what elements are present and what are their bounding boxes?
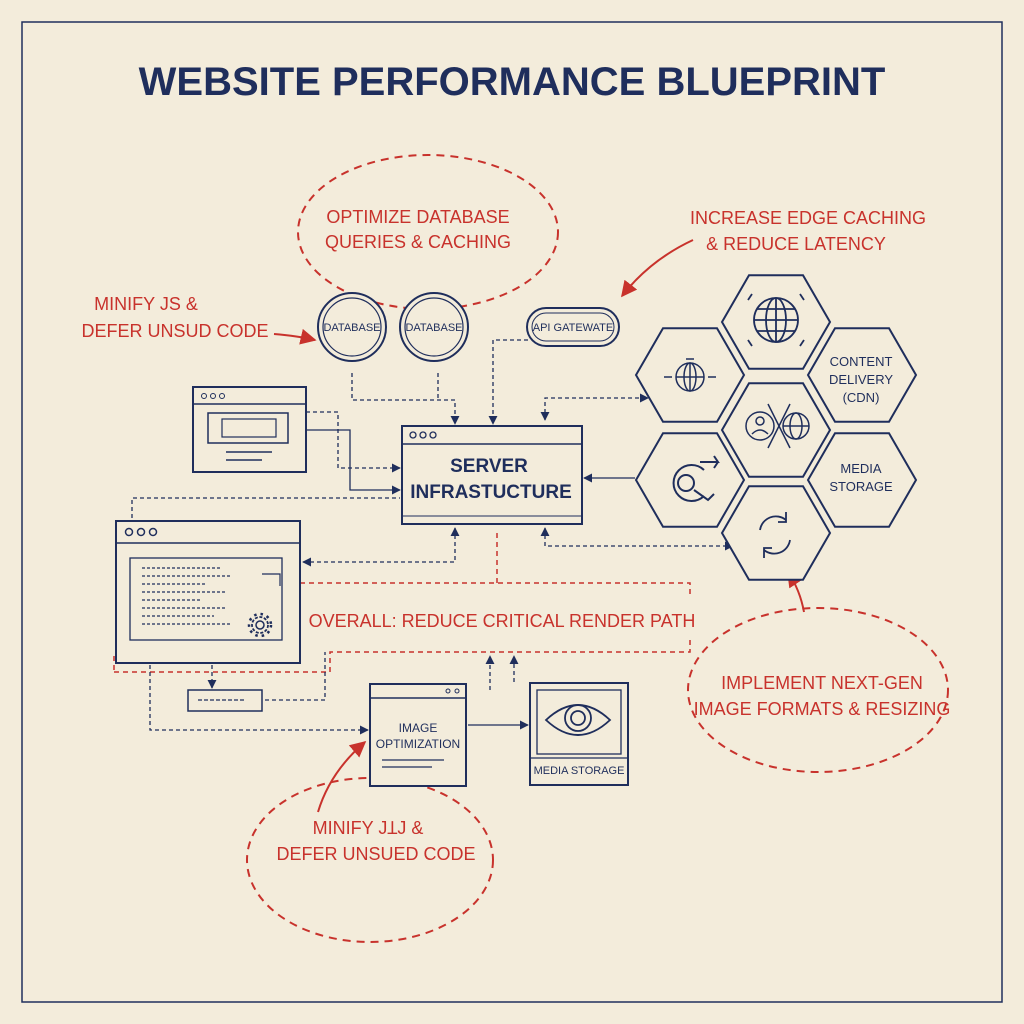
minify-bottom-annotation-ellipse bbox=[246, 777, 494, 943]
minify-bottom-line2: DEFER UNSUED CODE bbox=[276, 844, 475, 864]
hex-to-server-connector bbox=[540, 393, 649, 421]
magnifier-icon bbox=[672, 455, 720, 502]
hex-user-globe bbox=[720, 382, 832, 478]
minified-script-box bbox=[187, 689, 263, 712]
cdn-label-line3: (CDN) bbox=[843, 390, 880, 405]
browser-top-to-server-connector bbox=[306, 411, 401, 473]
minify-top-line2: DEFER UNSUD CODE bbox=[81, 321, 268, 341]
cdn-label-line1: CONTENT bbox=[830, 354, 893, 369]
hex-refresh bbox=[720, 485, 832, 581]
page-title: WEBSITE PERFORMANCE BLUEPRINT bbox=[139, 60, 886, 104]
render-path-top-line bbox=[300, 582, 691, 596]
nextgen-annotation-line2: IMAGE FORMATS & RESIZING bbox=[694, 699, 951, 719]
db-annotation-ellipse bbox=[297, 154, 559, 310]
overall-annotation: OVERALL: REDUCE CRITICAL RENDER PATH bbox=[309, 611, 696, 631]
edge-annotation-line2: & REDUCE LATENCY bbox=[706, 234, 886, 254]
database-2-label: DATABASE bbox=[405, 322, 462, 334]
server-to-media-hex-connector bbox=[540, 527, 734, 551]
api-gateway-label: API GATEWATE bbox=[533, 322, 613, 334]
database-node-2: DATABASE bbox=[399, 292, 469, 362]
gear-icon bbox=[247, 612, 273, 638]
render-path-bottom-line bbox=[113, 640, 691, 673]
database-1-label: DATABASE bbox=[323, 322, 380, 334]
server-to-code-window-connector bbox=[302, 527, 460, 567]
server-infrastructure-node: SERVER INFRASTUCTURE bbox=[401, 425, 583, 525]
user-globe-icon bbox=[745, 403, 810, 449]
minify-top-line1: MINIFY JS & bbox=[94, 294, 198, 314]
code-editor-window bbox=[115, 520, 301, 664]
refresh-icon bbox=[759, 512, 791, 558]
api-gateway-node: API GATEWATE bbox=[526, 307, 620, 347]
hex-magnifier bbox=[634, 432, 746, 528]
server-label-line2: INFRASTUCTURE bbox=[410, 482, 572, 503]
code-window-to-server-connector bbox=[131, 497, 400, 518]
hex-cdn bbox=[806, 327, 918, 423]
hex-media-storage bbox=[806, 432, 918, 528]
browser-mid-to-server-connector bbox=[306, 429, 401, 495]
cdn-label-line2: DELIVERY bbox=[829, 372, 893, 387]
page-frame bbox=[21, 21, 1003, 1003]
eye-icon bbox=[544, 704, 612, 736]
nextgen-annotation-line1: IMPLEMENT NEXT-GEN bbox=[721, 673, 923, 693]
minify-bottom-arrow bbox=[317, 740, 367, 813]
minify-bottom-line1: MINIFY JꞱJ & bbox=[313, 818, 424, 838]
image-opt-label-line1: IMAGE bbox=[399, 721, 438, 735]
media-storage-node: MEDIA STORAGE bbox=[529, 682, 629, 786]
db-annotation-line2: QUERIES & CACHING bbox=[325, 232, 511, 252]
edge-annotation-arrow bbox=[621, 239, 694, 298]
media-storage-hex-line2: STORAGE bbox=[829, 479, 893, 494]
edge-annotation-line1: INCREASE EDGE CACHING bbox=[690, 208, 926, 228]
database-node-1: DATABASE bbox=[317, 292, 387, 362]
media-storage-hex-line1: MEDIA bbox=[840, 461, 882, 476]
db-annotation-line1: OPTIMIZE DATABASE bbox=[326, 207, 509, 227]
db1-to-server-connector bbox=[351, 373, 460, 425]
globe-small-icon bbox=[664, 358, 716, 392]
media-storage-box-label: MEDIA STORAGE bbox=[534, 765, 625, 777]
api-to-server-connector bbox=[488, 339, 528, 425]
code-to-imageopt-connector bbox=[149, 665, 369, 735]
minify-top-arrow bbox=[273, 328, 317, 345]
image-optimization-node: IMAGE OPTIMIZATION bbox=[369, 683, 467, 787]
image-opt-label-line2: OPTIMIZATION bbox=[376, 737, 460, 751]
server-label-line1: SERVER bbox=[450, 456, 528, 477]
browser-window-icon bbox=[192, 386, 307, 473]
nextgen-annotation-ellipse bbox=[687, 607, 949, 773]
globe-icon bbox=[747, 293, 805, 347]
small-bar-to-imageopt-connector bbox=[265, 652, 326, 701]
